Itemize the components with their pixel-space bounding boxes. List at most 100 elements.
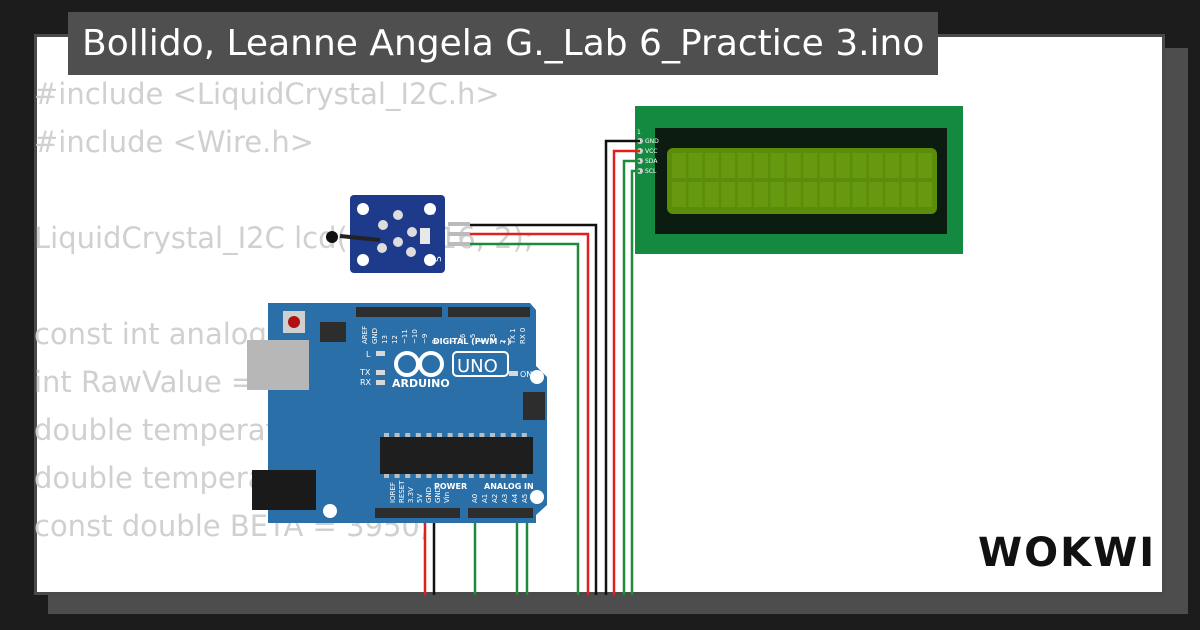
digital-pin-label: 8: [431, 340, 439, 344]
wokwi-logo: WOKWI: [978, 530, 1151, 576]
digital-header-left: [356, 307, 442, 317]
lcd-cell: [918, 153, 932, 178]
chip-pin: [468, 433, 474, 437]
lcd-cell: [885, 153, 900, 178]
wire-lcd-vcc: [612, 149, 640, 595]
led-l-label: L: [366, 350, 371, 359]
code-line[interactable]: #include <Wire.h>: [34, 125, 315, 159]
chip-pins: [384, 433, 527, 478]
lcd-cell: [885, 182, 900, 207]
lcd-cell: [754, 182, 768, 207]
digital-pin-label: 13: [381, 335, 389, 344]
project-card: [34, 34, 1165, 595]
digital-pin-label: 7: [449, 340, 457, 344]
wire-sensor-signal: [470, 242, 580, 595]
chip-pin: [394, 433, 400, 437]
analog-header: [468, 508, 533, 518]
analog-pin-label: A5: [521, 494, 529, 503]
digital-header-label: DIGITAL (PWM ~): [433, 337, 511, 346]
lcd-cell: [737, 182, 752, 207]
on-led-label: ON: [520, 370, 532, 379]
digital-pin-label: 2: [499, 340, 507, 344]
chip-pin: [511, 433, 517, 437]
digital-pin-label: ~6: [459, 333, 467, 344]
atmega-chip: [380, 437, 533, 474]
lcd-cell: [819, 182, 834, 207]
chip-pin: [500, 433, 506, 437]
lcd-cell: [901, 182, 916, 207]
chip-pin: [521, 433, 527, 437]
chip-pin: [458, 433, 464, 437]
lcd-cell: [704, 153, 719, 178]
code-line[interactable]: #include <LiquidCrystal_I2C.h>: [34, 77, 500, 111]
power-pin-label: 3.3V: [407, 487, 415, 503]
ntc-temperature-sensor[interactable]: - S: [326, 195, 470, 273]
sensor-pin-signal-label: S: [434, 256, 444, 262]
lcd-cell: [786, 153, 801, 178]
chip-pin: [384, 433, 389, 437]
icsp-header: [320, 322, 346, 342]
power-pin-label: GND: [425, 487, 433, 503]
chip-pin: [405, 433, 411, 437]
digital-pin-label: RX 0: [519, 328, 527, 344]
lcd-cell: [770, 153, 785, 178]
power-pin-label: 5V: [416, 494, 424, 503]
arduino-brand: ARDUINO: [392, 377, 450, 390]
lcd-pin-scl: SCL: [645, 168, 657, 175]
digital-pin-label: ~11: [401, 329, 409, 344]
lcd-pin-gnd: GND: [645, 138, 659, 145]
chip-pin: [511, 474, 517, 478]
chip-pin: [468, 474, 474, 478]
chip-pin: [405, 474, 411, 478]
arduino-model: UNO: [457, 356, 498, 377]
lcd-module[interactable]: 1 GND VCC SDA SCL: [635, 106, 963, 254]
chip-pin: [426, 474, 432, 478]
power-label: POWER: [434, 482, 467, 491]
power-pin-label: Vin: [443, 492, 451, 503]
lcd-cell: [737, 153, 752, 178]
power-jack: [252, 470, 316, 510]
lcd-cell: [868, 182, 883, 207]
lcd-cell: [754, 153, 768, 178]
lcd-cell: [868, 153, 883, 178]
project-title: Bollido, Leanne Angela G._Lab 6_Practice…: [68, 12, 939, 75]
wire-sensor-gnd: [470, 223, 598, 595]
lcd-cell: [852, 153, 867, 178]
chip-pin: [479, 433, 485, 437]
chip-pin: [437, 474, 442, 478]
lcd-pin-sda: SDA: [645, 158, 658, 165]
chip-pin: [500, 474, 506, 478]
wire-lcd-gnd: [604, 139, 640, 595]
wokwi-logo-text: WOKWI: [978, 530, 1151, 576]
usb-port: [247, 340, 309, 390]
chip-pin: [384, 474, 389, 478]
lcd-cell: [852, 182, 867, 207]
analog-pin-label: A1: [481, 494, 489, 503]
lcd-character-grid: [672, 153, 932, 207]
chip-pin: [521, 474, 527, 478]
lcd-cell: [803, 182, 818, 207]
analog-label: ANALOG IN: [484, 482, 534, 491]
digital-pin-label: ~9: [421, 334, 429, 344]
chip-pin: [394, 474, 400, 478]
analog-pin-label: A2: [491, 494, 499, 503]
lcd-cell: [672, 153, 686, 178]
lcd-cell: [688, 153, 703, 178]
wire-lcd-sda: [622, 159, 640, 595]
wire-sensor-vcc: [470, 232, 590, 595]
lcd-cell: [704, 182, 719, 207]
chip-pin: [415, 474, 421, 478]
chip-pin: [490, 433, 495, 437]
lcd-cell: [819, 153, 834, 178]
chip-pin: [437, 433, 442, 437]
arduino-logo: ARDUINO UNO: [392, 351, 509, 390]
icsp-right: [523, 392, 545, 420]
lcd-cell: [918, 182, 932, 207]
lcd-cell: [672, 182, 686, 207]
digital-pin-label: GND: [371, 328, 379, 344]
